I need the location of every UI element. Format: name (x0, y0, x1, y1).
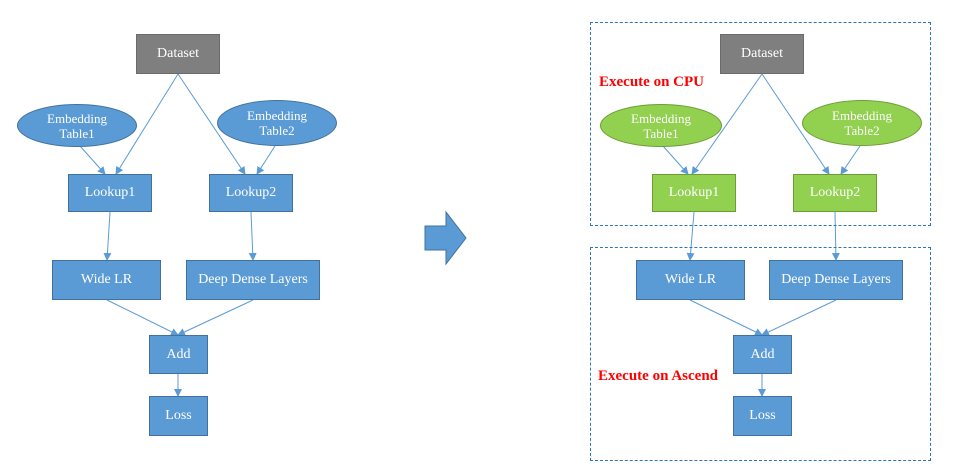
edge-r-emb1-lookup1 (662, 145, 689, 175)
edge-r-lookup1-wide (686, 211, 695, 261)
left-lookup1-node: Lookup1 (68, 174, 152, 212)
cpu-execution-group (590, 22, 931, 226)
left-embedding-table2-node: Embedding Table2 (217, 100, 337, 146)
left-lookup2-node: Lookup2 (209, 174, 293, 212)
left-deep-dense-layers-node: Deep Dense Layers (186, 260, 320, 300)
right-loss-node: Loss (733, 396, 792, 436)
right-embedding-table1-node: Embedding Table1 (600, 104, 722, 147)
ascend-execution-group (590, 247, 931, 461)
edge-lookup2-deep (248, 211, 257, 261)
left-dataset-node: Dataset (136, 34, 220, 74)
right-lookup1-node: Lookup1 (652, 174, 736, 212)
right-embedding-table2-node: Embedding Table2 (802, 100, 922, 146)
edge-emb1-lookup1 (79, 145, 106, 175)
right-dataset-node: Dataset (720, 34, 804, 74)
edge-r-dataset-lookup1 (691, 73, 763, 175)
edge-deep-add (177, 299, 254, 336)
edge-emb2-lookup2 (256, 145, 276, 175)
left-embedding-table1-node: Embedding Table1 (17, 104, 137, 147)
edge-r-deep-add (761, 299, 837, 336)
right-wide-lr-node: Wide LR (636, 260, 745, 300)
edge-dataset-lookup1 (115, 73, 179, 175)
edge-r-emb2-lookup2 (840, 145, 861, 175)
transition-arrow-icon (424, 210, 467, 266)
ascend-group-label: Execute on Ascend (598, 368, 718, 384)
edge-r-lookup2-deep (831, 211, 840, 261)
edge-r-dataset-lookup2 (761, 73, 830, 175)
left-wide-lr-node: Wide LR (52, 260, 161, 300)
right-lookup2-node: Lookup2 (793, 174, 877, 212)
edge-lookup1-wide (103, 211, 112, 261)
edge-wide-add (106, 299, 179, 336)
cpu-group-label: Execute on CPU (599, 74, 704, 90)
left-add-node: Add (149, 335, 208, 374)
left-loss-node: Loss (149, 396, 208, 436)
edge-r-wide-add (689, 299, 763, 336)
edge-dataset-lookup2 (177, 73, 246, 175)
right-add-node: Add (733, 335, 792, 374)
right-deep-dense-layers-node: Deep Dense Layers (769, 260, 903, 300)
